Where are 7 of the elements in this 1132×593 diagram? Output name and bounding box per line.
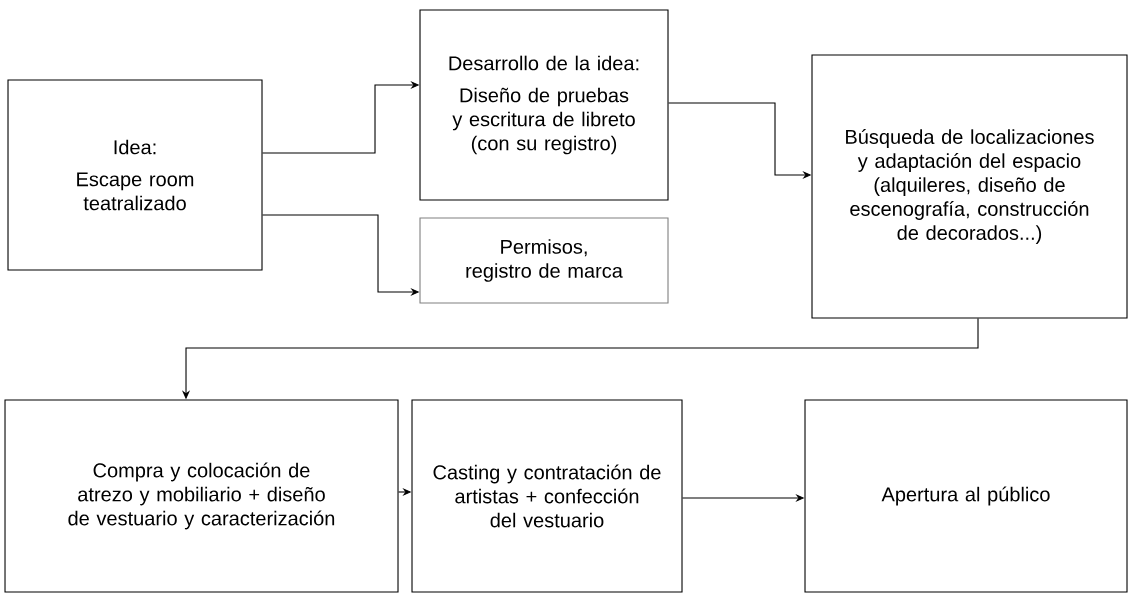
process-box: Desarrollo de la idea: Diseño de pruebas y escritura de libreto (con su registro) xyxy=(419,9,669,201)
process-box: Idea: Escape room teatralizado xyxy=(7,79,263,271)
process-box: Permisos, registro de marca xyxy=(419,217,669,304)
process-box: Casting y contratación de artistas + confección del vestuario xyxy=(411,399,683,593)
process-box: Compra y colocación de atrezo y mobiliario + diseño de vestuario y caracterización xyxy=(4,399,399,593)
process-box: Búsqueda de localizaciones y adaptación del espacio (alquileres, diseño de escenografía, construcción de decorados...) xyxy=(811,54,1128,319)
process-box: Apertura al público xyxy=(804,399,1128,593)
